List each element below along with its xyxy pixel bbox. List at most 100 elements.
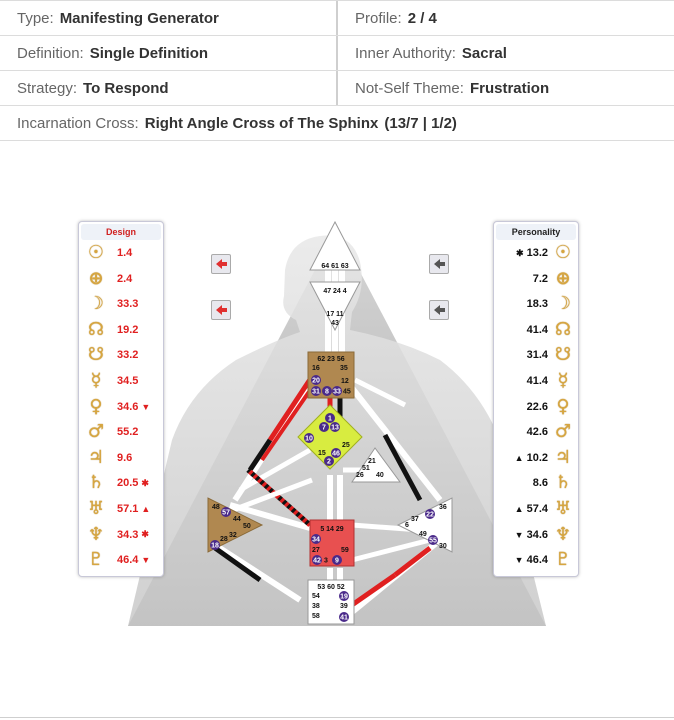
planet-row: 42.6♂ — [494, 421, 578, 443]
svg-text:22: 22 — [426, 512, 434, 519]
personality-arrow-bottom-button[interactable] — [429, 300, 449, 320]
planet-row: ▼46.4♇ — [494, 549, 578, 571]
svg-text:39: 39 — [340, 603, 348, 610]
planet-row: ☽33.3 — [79, 293, 163, 315]
planet-gate-value: 33.3 — [117, 298, 139, 311]
svg-text:34: 34 — [312, 537, 320, 544]
svg-text:32: 32 — [229, 532, 237, 539]
profile-value: 2 / 4 — [407, 9, 437, 27]
svg-text:21: 21 — [368, 458, 376, 465]
planet-row: ☉1.4 — [79, 242, 163, 264]
planet-row: ☊19.2 — [79, 319, 163, 341]
svg-text:53 60 52: 53 60 52 — [317, 584, 344, 591]
svg-text:40: 40 — [376, 472, 384, 479]
jupiter-icon: ♃ — [87, 446, 105, 468]
planet-gate-value: 7.2 — [532, 272, 548, 285]
svg-text:50: 50 — [243, 523, 251, 530]
info-row-definition: Definition: Single Definition Inner Auth… — [0, 36, 674, 71]
mars-icon: ♂ — [87, 421, 105, 443]
cross-gates: (13/7 | 1/2) — [384, 114, 457, 132]
jupiter-icon: ♃ — [554, 446, 572, 468]
planet-gate-value: 34.3 — [117, 528, 139, 541]
svg-text:5 14 29: 5 14 29 — [320, 526, 343, 533]
planet-gate-value: 10.2 — [526, 451, 548, 464]
planet-gate-value: 55.2 — [117, 426, 139, 439]
solar-plexus-center — [396, 497, 453, 553]
design-arrow-bottom-button[interactable] — [211, 300, 231, 320]
svg-text:9: 9 — [335, 558, 339, 565]
profile-info-table: Type: Manifesting Generator Profile: 2 /… — [0, 0, 674, 141]
arrow-left-icon — [216, 259, 227, 269]
g-center-gates: 1 7 13 10 46 2 25 15 — [304, 413, 350, 466]
svg-text:27: 27 — [312, 547, 320, 554]
notself-label: Not-Self Theme: — [355, 79, 464, 97]
throat-gates-d: 12 — [341, 378, 349, 385]
planet-gate-value: 46.4 — [526, 554, 548, 567]
info-row-type: Type: Manifesting Generator Profile: 2 /… — [0, 1, 674, 36]
svg-text:20: 20 — [312, 378, 320, 385]
planet-row: ♀34.6▼ — [79, 396, 163, 418]
saturn-icon: ♄ — [554, 472, 572, 494]
uranus-icon: ♅ — [87, 498, 105, 519]
planet-gate-value: 18.3 — [526, 298, 548, 311]
svg-text:57: 57 — [222, 510, 230, 517]
svg-text:42: 42 — [313, 558, 321, 565]
planet-mark: ▲ — [514, 504, 524, 514]
planet-gate-value: 33.2 — [117, 349, 139, 362]
svg-text:8: 8 — [325, 389, 329, 396]
heart-center — [351, 447, 401, 483]
svg-text:49: 49 — [419, 531, 427, 538]
authority-cell: Inner Authority: Sacral — [338, 36, 674, 70]
svg-text:33: 33 — [333, 389, 341, 396]
svg-text:30: 30 — [439, 543, 447, 550]
design-panel: Design ☉1.4⊕2.4☽33.3☊19.2☋33.2☿34.5♀34.6… — [78, 221, 164, 577]
north-node-icon: ☊ — [555, 318, 571, 340]
planet-row: ☋33.2 — [79, 344, 163, 366]
profile-label: Profile: — [355, 9, 402, 27]
svg-text:48: 48 — [212, 504, 220, 511]
g-center — [297, 404, 363, 470]
planet-row: ♇46.4▼ — [79, 549, 163, 571]
design-arrow-top-button[interactable] — [211, 254, 231, 274]
planet-mark: ▼ — [514, 555, 524, 566]
planet-mark: ▲ — [514, 452, 524, 463]
svg-text:25: 25 — [342, 442, 350, 449]
svg-text:54: 54 — [312, 593, 320, 600]
bottom-divider — [0, 717, 674, 718]
svg-text:31: 31 — [312, 389, 320, 396]
throat-active-gates: 20 31 8 33 45 — [311, 375, 351, 396]
planet-mark: ✱ — [516, 247, 524, 258]
svg-text:6: 6 — [405, 522, 409, 529]
earth-icon: ⊕ — [555, 267, 571, 289]
south-node-icon: ☋ — [555, 344, 571, 366]
uranus-icon: ♅ — [554, 498, 572, 519]
authority-label: Inner Authority: — [355, 44, 456, 62]
root-gates: 53 60 52 54 38 58 39 19 41 — [312, 584, 349, 622]
svg-text:28: 28 — [220, 536, 228, 543]
personality-arrow-top-button[interactable] — [429, 254, 449, 274]
svg-text:44: 44 — [233, 516, 241, 523]
cross-value: Right Angle Cross of The Sphinx — [144, 114, 379, 132]
planet-gate-value: 20.5 — [117, 477, 139, 490]
mars-icon: ♂ — [554, 421, 572, 443]
svg-text:51: 51 — [362, 465, 370, 472]
info-row-strategy: Strategy: To Respond Not-Self Theme: Fru… — [0, 71, 674, 106]
svg-text:1: 1 — [328, 416, 332, 423]
planet-row: 7.2 ⊕ — [494, 268, 578, 290]
planet-row: ♅57.1▲ — [79, 498, 163, 520]
svg-text:18: 18 — [211, 543, 219, 550]
throat-gates-b: 16 — [312, 365, 320, 372]
planet-gate-value: 46.4 — [117, 554, 139, 567]
svg-text:3: 3 — [324, 558, 328, 565]
profile-cell: Profile: 2 / 4 — [338, 1, 674, 35]
planet-mark: ▼ — [514, 529, 524, 540]
type-cell: Type: Manifesting Generator — [0, 1, 338, 35]
throat-gates-c: 35 — [340, 365, 348, 372]
svg-text:2: 2 — [327, 459, 331, 466]
type-value: Manifesting Generator — [59, 9, 219, 27]
planet-row: 18.3☽ — [494, 293, 578, 315]
venus-icon: ♀ — [89, 395, 103, 417]
planet-mark: ▼ — [141, 555, 151, 566]
ajna-gates-bottom-a: 17 11 — [326, 311, 343, 318]
